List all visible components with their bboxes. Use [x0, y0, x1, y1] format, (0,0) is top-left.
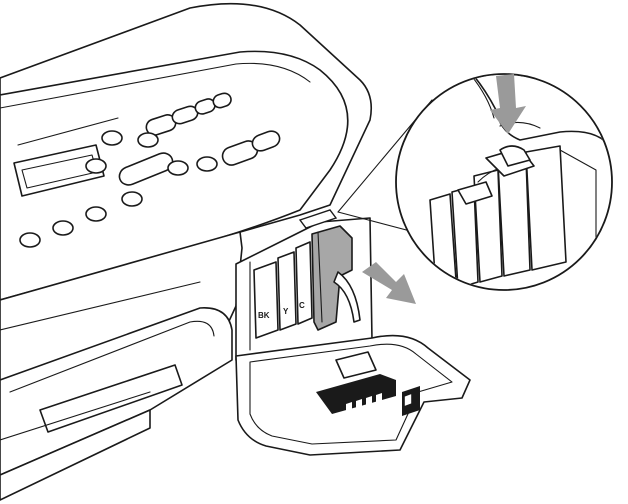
printer-body: [0, 2, 373, 501]
cartridge-black: BK: [253, 261, 279, 339]
cartridge-cyan-label: C: [299, 301, 305, 310]
arrow-down-icon: [490, 74, 526, 134]
panel-buttons: [19, 92, 281, 248]
cartridge-yellow: Y: [277, 251, 297, 331]
cover-color-label: [316, 351, 420, 416]
cartridge-black-label: BK: [258, 311, 270, 320]
ink-cartridge-bay: BK Y C: [235, 209, 373, 361]
zoom-callout: [337, 73, 613, 291]
cartridge-cyan: C: [295, 241, 313, 325]
paper-tray: [0, 307, 233, 501]
cartridge-yellow-label: Y: [283, 307, 289, 316]
zoomed-cartridges: [429, 145, 597, 289]
cartridge-cover-open: [235, 334, 471, 456]
arrow-right-icon: [362, 262, 416, 304]
